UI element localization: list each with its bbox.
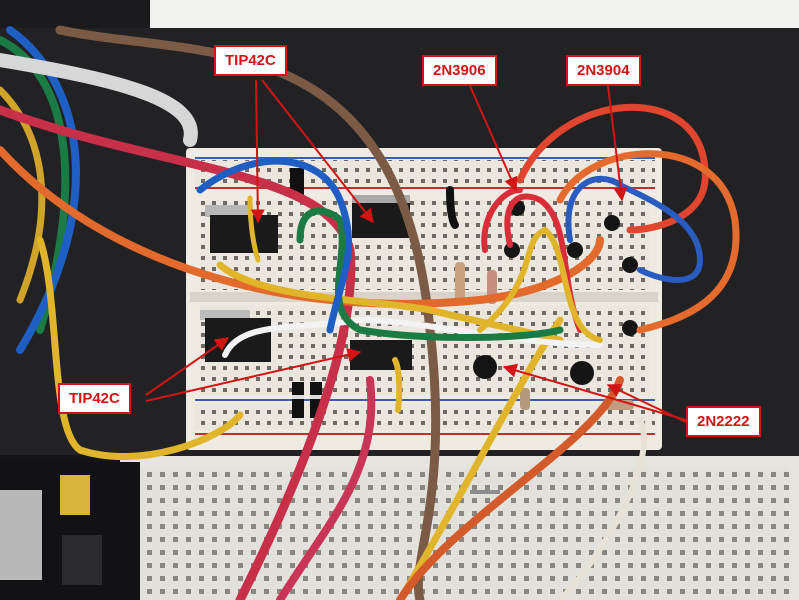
tip42c-bottom-middle (350, 340, 412, 370)
small-transistors (473, 200, 638, 385)
callout-arrows (145, 79, 687, 423)
power-module (0, 462, 140, 600)
second-breadboard (120, 456, 799, 600)
wires (0, 25, 740, 600)
top-white-strip (150, 0, 799, 28)
tip42c-label-bottom: TIP42C (58, 383, 131, 414)
tip42c-top-left (205, 205, 278, 253)
2n3906-label: 2N3906 (422, 55, 497, 86)
tip42c-label-top: TIP42C (214, 45, 287, 76)
2n2222-label: 2N2222 (686, 406, 761, 437)
2n3904-label: 2N3904 (566, 55, 641, 86)
